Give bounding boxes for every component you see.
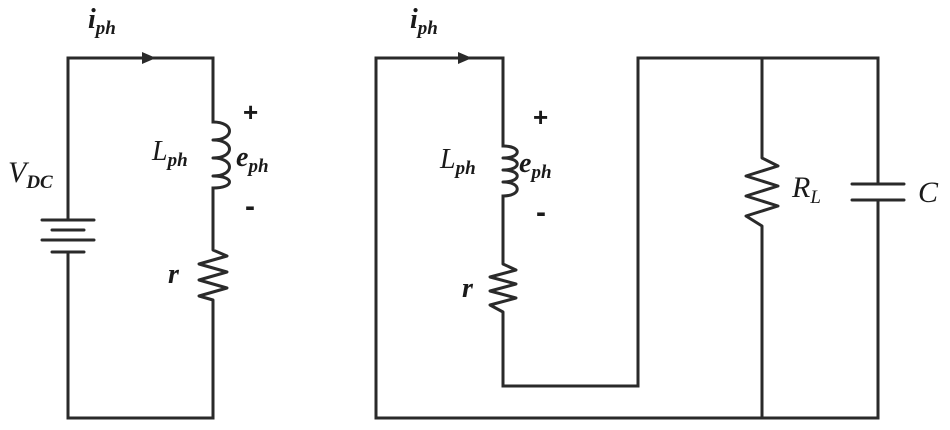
right-inductor-coil [501,144,519,198]
right-minus-sign: - [536,196,546,229]
right-resistor-label: r [462,273,474,304]
load-resistor-label: RL [791,171,821,208]
right-circuit: iph Lph eph + - r RL C [374,4,939,420]
right-current-label: iph [410,4,438,39]
right-inductance-label: Lph [439,144,476,179]
left-current-label: iph [88,4,116,39]
right-current-arrow-icon [458,52,472,64]
left-minus-sign: - [245,190,255,223]
left-plus-sign: + [243,97,258,127]
left-current-arrow-icon [142,52,156,64]
capacitor-label: C [918,176,939,209]
left-source-label: VDC [8,156,53,193]
left-inductance-label: Lph [151,136,188,171]
right-emf-label: eph [519,148,552,183]
left-resistor-zigzag [197,242,229,308]
left-inductor-coil [211,120,231,190]
left-emf-label: eph [236,142,269,177]
right-plus-sign: + [533,102,548,132]
left-circuit: iph Lph eph + - r VDC [8,4,269,420]
right-resistor-zigzag [488,256,518,320]
load-resistor-zigzag [744,150,780,236]
left-resistor-label: r [168,259,180,290]
